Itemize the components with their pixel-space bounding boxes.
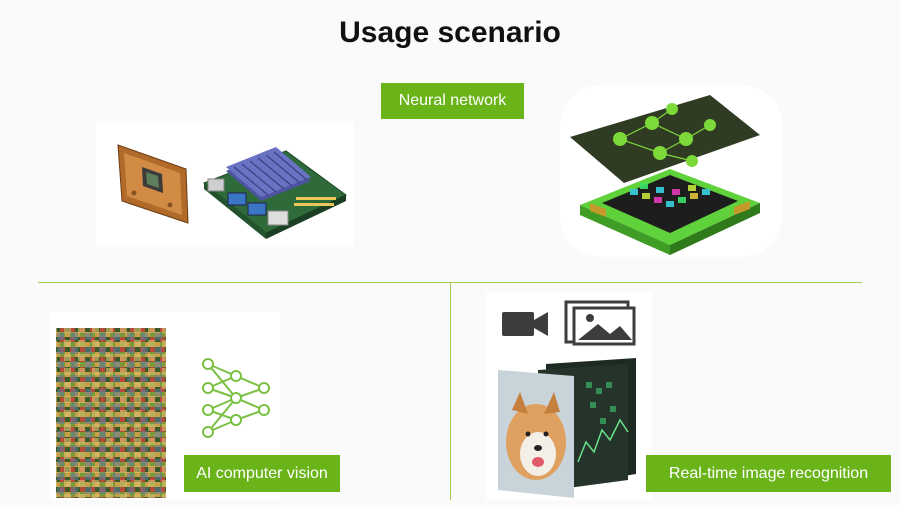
ai-chip-panel	[560, 85, 782, 257]
recognition-panel	[486, 292, 652, 500]
neural-net-icon	[202, 358, 270, 438]
photo-gallery-icon	[564, 300, 636, 346]
dog-photo-icon	[498, 370, 574, 498]
neural-network-label: Neural network	[381, 83, 524, 119]
recognition-label: Real-time image recognition	[646, 455, 891, 492]
video-camera-icon	[502, 312, 548, 336]
horizontal-divider	[38, 282, 862, 283]
dev-kit-board-icon	[203, 147, 347, 239]
vertical-divider	[450, 283, 451, 500]
hardware-panel	[96, 123, 354, 245]
jetson-module-icon	[117, 144, 189, 224]
page-title: Usage scenario	[339, 16, 561, 49]
ai-vision-label: AI computer vision	[184, 455, 340, 492]
image-mosaic-icon	[56, 328, 166, 498]
ai-chip-icon	[570, 95, 760, 255]
